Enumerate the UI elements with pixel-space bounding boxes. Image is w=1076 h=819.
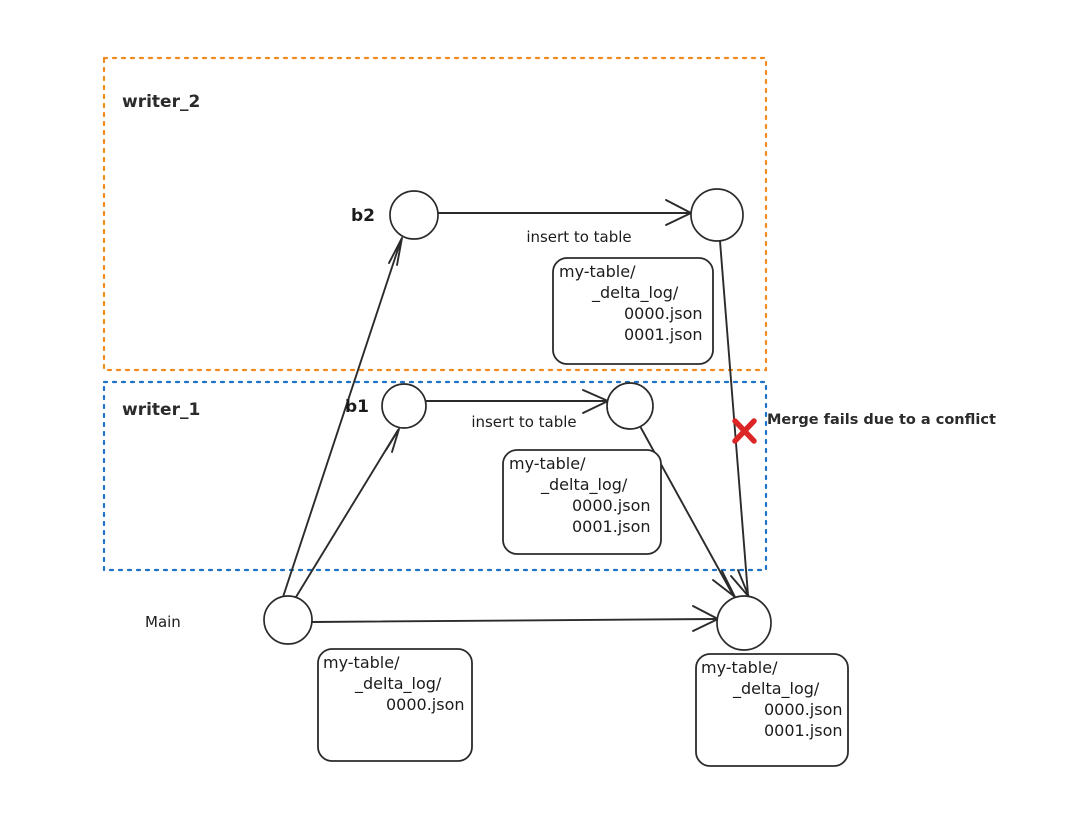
conflict-x-icon xyxy=(732,418,757,444)
filebox-writer-2-files-line-1: _delta_log/ xyxy=(591,283,679,303)
filebox-main-merged-files-line-0: my-table/ xyxy=(701,658,778,677)
node-main[interactable] xyxy=(263,595,313,645)
conflict-message: Merge fails due to a conflict xyxy=(767,412,996,428)
edge-label-b2-insert: insert to table xyxy=(526,228,631,246)
region-writer-2 xyxy=(102,56,768,372)
filebox-writer-2-files-line-3: 0001.json xyxy=(624,325,703,344)
filebox-writer-1-files-line-1: _delta_log/ xyxy=(540,475,628,495)
region-writer-1 xyxy=(102,380,768,572)
filebox-writer-1-files-line-0: my-table/ xyxy=(509,454,586,473)
node-b1-commit-circle[interactable] xyxy=(606,382,654,430)
filebox-main-merged-files: my-table/ _delta_log/ 0000.json 0001.jso… xyxy=(695,653,849,767)
node-label-b2: b2 xyxy=(351,206,375,226)
node-b2-commit[interactable] xyxy=(690,188,744,242)
node-label-main: Main xyxy=(145,613,181,631)
edge-main-to-merge xyxy=(311,605,719,632)
filebox-main-initial-files-border xyxy=(317,648,473,762)
node-main-circle[interactable] xyxy=(263,595,313,645)
filebox-writer-2-files-line-2: 0000.json xyxy=(624,304,703,323)
filebox-main-initial-files-line-1: _delta_log/ xyxy=(354,674,442,694)
filebox-main-initial-files-line-0: my-table/ xyxy=(323,653,400,672)
filebox-writer-2-files-line-0: my-table/ xyxy=(559,262,636,281)
filebox-writer-2-files: my-table/ _delta_log/ 0000.json 0001.jso… xyxy=(552,257,714,365)
filebox-main-initial-files: my-table/ _delta_log/ 0000.json xyxy=(317,648,473,762)
node-b2[interactable] xyxy=(389,190,439,240)
filebox-main-merged-files-border xyxy=(695,653,849,767)
node-b1-commit[interactable] xyxy=(606,382,654,430)
node-b2-circle[interactable] xyxy=(389,190,439,240)
filebox-writer-1-files-line-2: 0000.json xyxy=(572,496,651,515)
edge-b2-insert xyxy=(437,199,692,226)
edge-main-to-b2 xyxy=(282,237,403,598)
edge-main-to-b1 xyxy=(295,428,400,598)
edge-b1-insert xyxy=(425,389,609,414)
node-merge[interactable] xyxy=(716,595,772,651)
region-writer-1-border xyxy=(102,380,768,572)
filebox-main-merged-files-line-3: 0001.json xyxy=(764,721,843,740)
edge-label-b1-insert: insert to table xyxy=(471,413,576,431)
filebox-writer-1-files-line-3: 0001.json xyxy=(572,517,651,536)
filebox-writer-1-files-border xyxy=(502,449,662,555)
region-writer-2-border xyxy=(102,56,768,372)
node-label-b1: b1 xyxy=(345,397,369,417)
node-b1-circle[interactable] xyxy=(381,383,427,429)
node-b2-commit-circle[interactable] xyxy=(690,188,744,242)
node-merge-circle[interactable] xyxy=(716,595,772,651)
filebox-writer-1-files: my-table/ _delta_log/ 0000.json 0001.jso… xyxy=(502,449,662,555)
node-b1[interactable] xyxy=(381,383,427,429)
region-label-writer-2: writer_2 xyxy=(122,92,200,112)
filebox-main-merged-files-line-1: _delta_log/ xyxy=(732,679,820,699)
filebox-writer-2-files-border xyxy=(552,257,714,365)
region-label-writer-1: writer_1 xyxy=(122,400,200,420)
filebox-main-merged-files-line-2: 0000.json xyxy=(764,700,843,719)
filebox-main-initial-files-line-2: 0000.json xyxy=(386,695,465,714)
